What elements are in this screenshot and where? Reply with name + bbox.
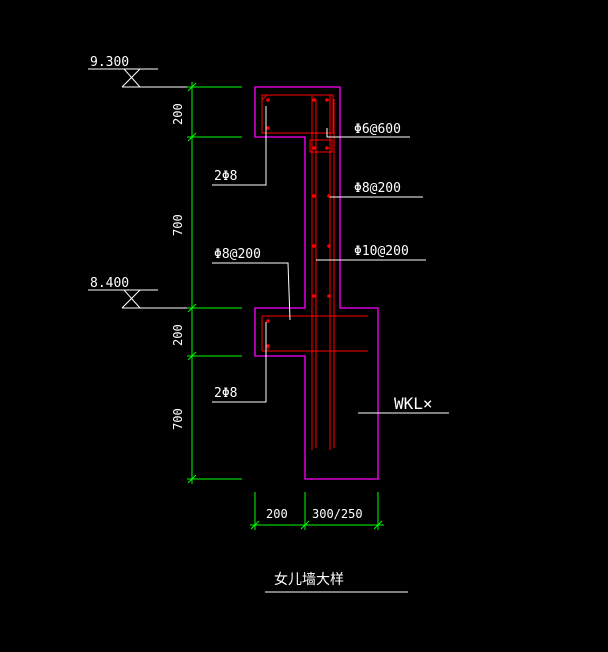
label-bar-10-200: Φ10@200 [354, 244, 409, 259]
elevation-mid-label: 8.400 [90, 276, 129, 291]
elevation-marker-mid: 8.400 [88, 276, 242, 309]
beam-label: WKL× [394, 394, 433, 413]
vertical-dimension-chain [187, 82, 242, 484]
label-bar-8-200-right: Φ8@200 [354, 181, 401, 196]
vertical-dim-1: 200 [171, 103, 185, 125]
horizontal-dim-1: 200 [266, 507, 288, 521]
horizontal-dim-2: 300/250 [312, 507, 363, 521]
label-two-phi8-upper: 2Φ8 [214, 169, 237, 184]
vertical-dim-4: 700 [171, 408, 185, 430]
rebar-dots [266, 98, 331, 348]
vertical-dim-2: 700 [171, 214, 185, 236]
label-stirrup-upper: Φ6@600 [354, 122, 401, 137]
leader-lines [212, 106, 449, 593]
label-two-phi8-lower: 2Φ8 [214, 386, 237, 401]
parapet-outline [254, 86, 379, 480]
horizontal-dimension-chain [250, 492, 384, 530]
drawing-title: 女儿墙大样 [274, 571, 344, 588]
label-bar-8-200-left: Φ8@200 [214, 247, 261, 262]
vertical-dim-3: 200 [171, 324, 185, 346]
rebar-cage [261, 94, 368, 450]
elevation-top-label: 9.300 [90, 55, 129, 70]
elevation-marker-top: 9.300 [88, 55, 242, 88]
